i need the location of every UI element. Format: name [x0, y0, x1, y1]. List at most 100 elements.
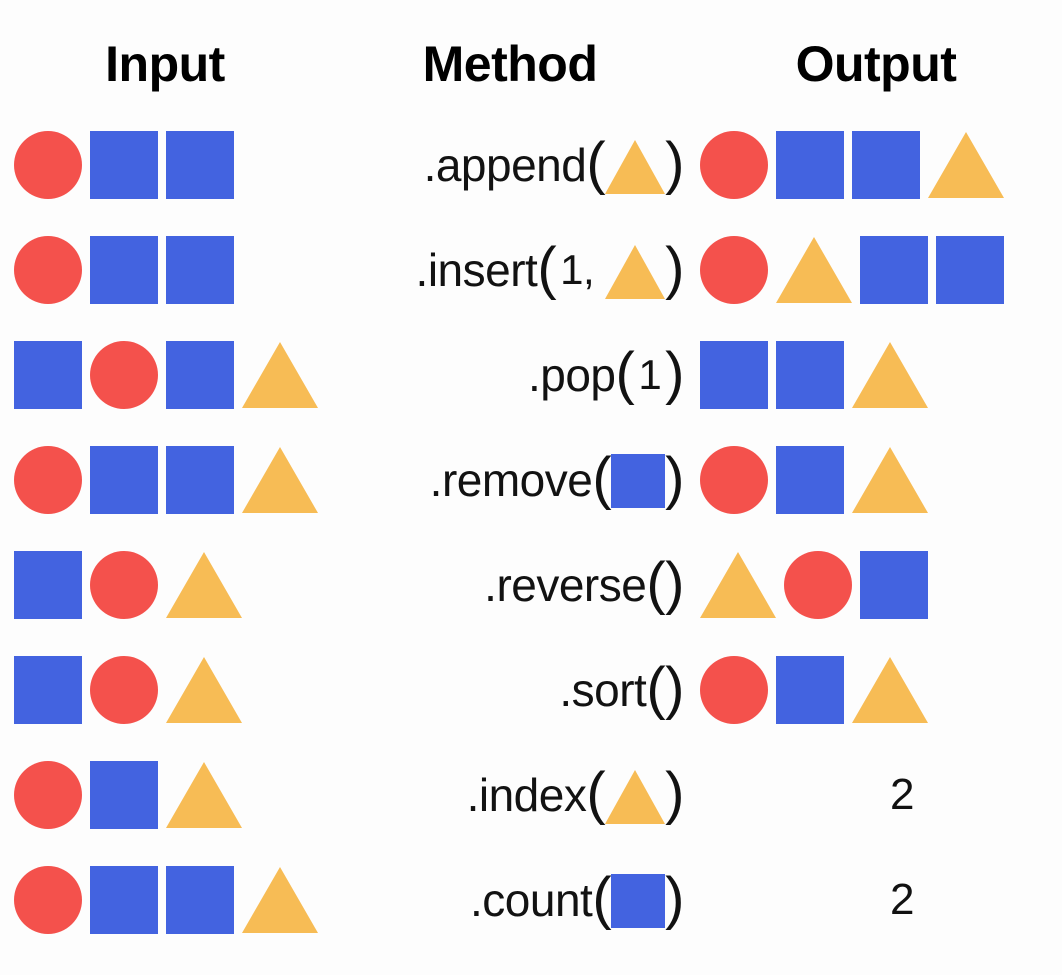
method-text: .pop(1) [527, 340, 685, 406]
blue-square-shape [776, 655, 844, 724]
column-header-input: Input [105, 36, 225, 92]
paren-close: ) [665, 340, 684, 406]
blue-square-shape [90, 445, 158, 514]
input-list [14, 847, 330, 952]
orange-triangle-shape [852, 656, 928, 723]
column-header-output: Output [795, 36, 957, 92]
method-row: .count() 2 [0, 847, 1062, 952]
blue-square-shape [860, 235, 928, 304]
orange-triangle-shape [852, 341, 928, 408]
paren-open: ( [646, 655, 666, 721]
paren-close: ) [665, 235, 684, 301]
blue-square-glyph [611, 453, 666, 508]
paren-open: ( [646, 550, 666, 616]
output-list: 2 [700, 742, 1062, 847]
paren-close: ) [665, 130, 684, 196]
paren-close: ) [665, 655, 684, 721]
method-row: .remove() [0, 427, 1062, 532]
output-list [700, 322, 1050, 427]
method-name: .insert [415, 243, 538, 296]
blue-square-shape [90, 760, 158, 829]
orange-triangle-shape [776, 236, 852, 303]
blue-square-shape [166, 130, 234, 199]
paren-open: ( [615, 340, 635, 406]
orange-triangle-glyph [605, 244, 666, 299]
blue-square-shape [166, 865, 234, 934]
method-argument-number: 1, [560, 245, 595, 293]
blue-square-shape [776, 340, 844, 409]
blue-square-glyph [611, 873, 666, 928]
method-call: .remove() [330, 427, 692, 532]
orange-triangle-shape [166, 551, 242, 618]
method-name: .count [470, 873, 593, 926]
orange-triangle-shape [700, 551, 776, 618]
blue-square-shape [776, 445, 844, 514]
column-headers: Input Method Output [0, 34, 1062, 106]
method-name: .append [423, 138, 587, 191]
red-circle-shape [784, 550, 852, 619]
orange-triangle-shape [166, 656, 242, 723]
method-row: .reverse() [0, 532, 1062, 637]
blue-square-shape [166, 235, 234, 304]
blue-square-shape [90, 235, 158, 304]
paren-open: ( [586, 130, 606, 196]
red-circle-shape [14, 235, 82, 304]
method-call: .index() [330, 742, 692, 847]
paren-open: ( [586, 760, 606, 826]
method-name: .pop [527, 348, 616, 401]
output-value: 2 [890, 874, 915, 924]
blue-square-shape [166, 445, 234, 514]
red-circle-shape [14, 865, 82, 934]
method-row: .index() 2 [0, 742, 1062, 847]
output-list [700, 637, 1050, 742]
method-row: .append() [0, 112, 1062, 217]
blue-square-shape [90, 865, 158, 934]
paren-open: ( [537, 235, 557, 301]
blue-square-shape [90, 130, 158, 199]
red-circle-shape [700, 655, 768, 724]
red-circle-shape [700, 445, 768, 514]
paren-close: ) [665, 445, 684, 511]
blue-square-shape [700, 340, 768, 409]
method-name: .sort [559, 663, 647, 716]
red-circle-shape [700, 130, 768, 199]
method-text: .count() [470, 865, 684, 931]
input-list [14, 112, 330, 217]
method-rows: .append().insert(1,).pop(1).remove().rev… [0, 112, 1062, 952]
output-list [700, 112, 1050, 217]
output-value: 2 [890, 769, 915, 819]
red-circle-shape [14, 130, 82, 199]
paren-close: ) [665, 550, 684, 616]
input-list [14, 742, 330, 847]
orange-triangle-glyph [605, 139, 666, 194]
blue-square-shape [852, 130, 920, 199]
method-call: .count() [330, 847, 692, 952]
blue-square-shape [14, 655, 82, 724]
blue-square-shape [936, 235, 1004, 304]
method-text: .insert(1,) [415, 235, 684, 301]
blue-square-shape [776, 130, 844, 199]
method-call: .pop(1) [330, 322, 692, 427]
blue-square-shape [14, 550, 82, 619]
input-list [14, 427, 330, 532]
input-list [14, 322, 330, 427]
paren-open: ( [592, 865, 612, 931]
paren-close: ) [665, 865, 684, 931]
blue-square-shape [14, 340, 82, 409]
orange-triangle-glyph [605, 769, 666, 824]
output-list [700, 217, 1050, 322]
method-row: .pop(1) [0, 322, 1062, 427]
blue-square-shape [166, 340, 234, 409]
orange-triangle-shape [242, 866, 318, 933]
method-call: .reverse() [330, 532, 692, 637]
red-circle-shape [14, 445, 82, 514]
method-row: .insert(1,) [0, 217, 1062, 322]
column-header-method: Method [422, 36, 598, 92]
method-text: .reverse() [484, 550, 684, 616]
paren-close: ) [665, 760, 684, 826]
input-list [14, 217, 330, 322]
blue-square-shape [860, 550, 928, 619]
method-name: .index [466, 768, 587, 821]
paren-open: ( [592, 445, 612, 511]
method-call: .insert(1,) [330, 217, 692, 322]
